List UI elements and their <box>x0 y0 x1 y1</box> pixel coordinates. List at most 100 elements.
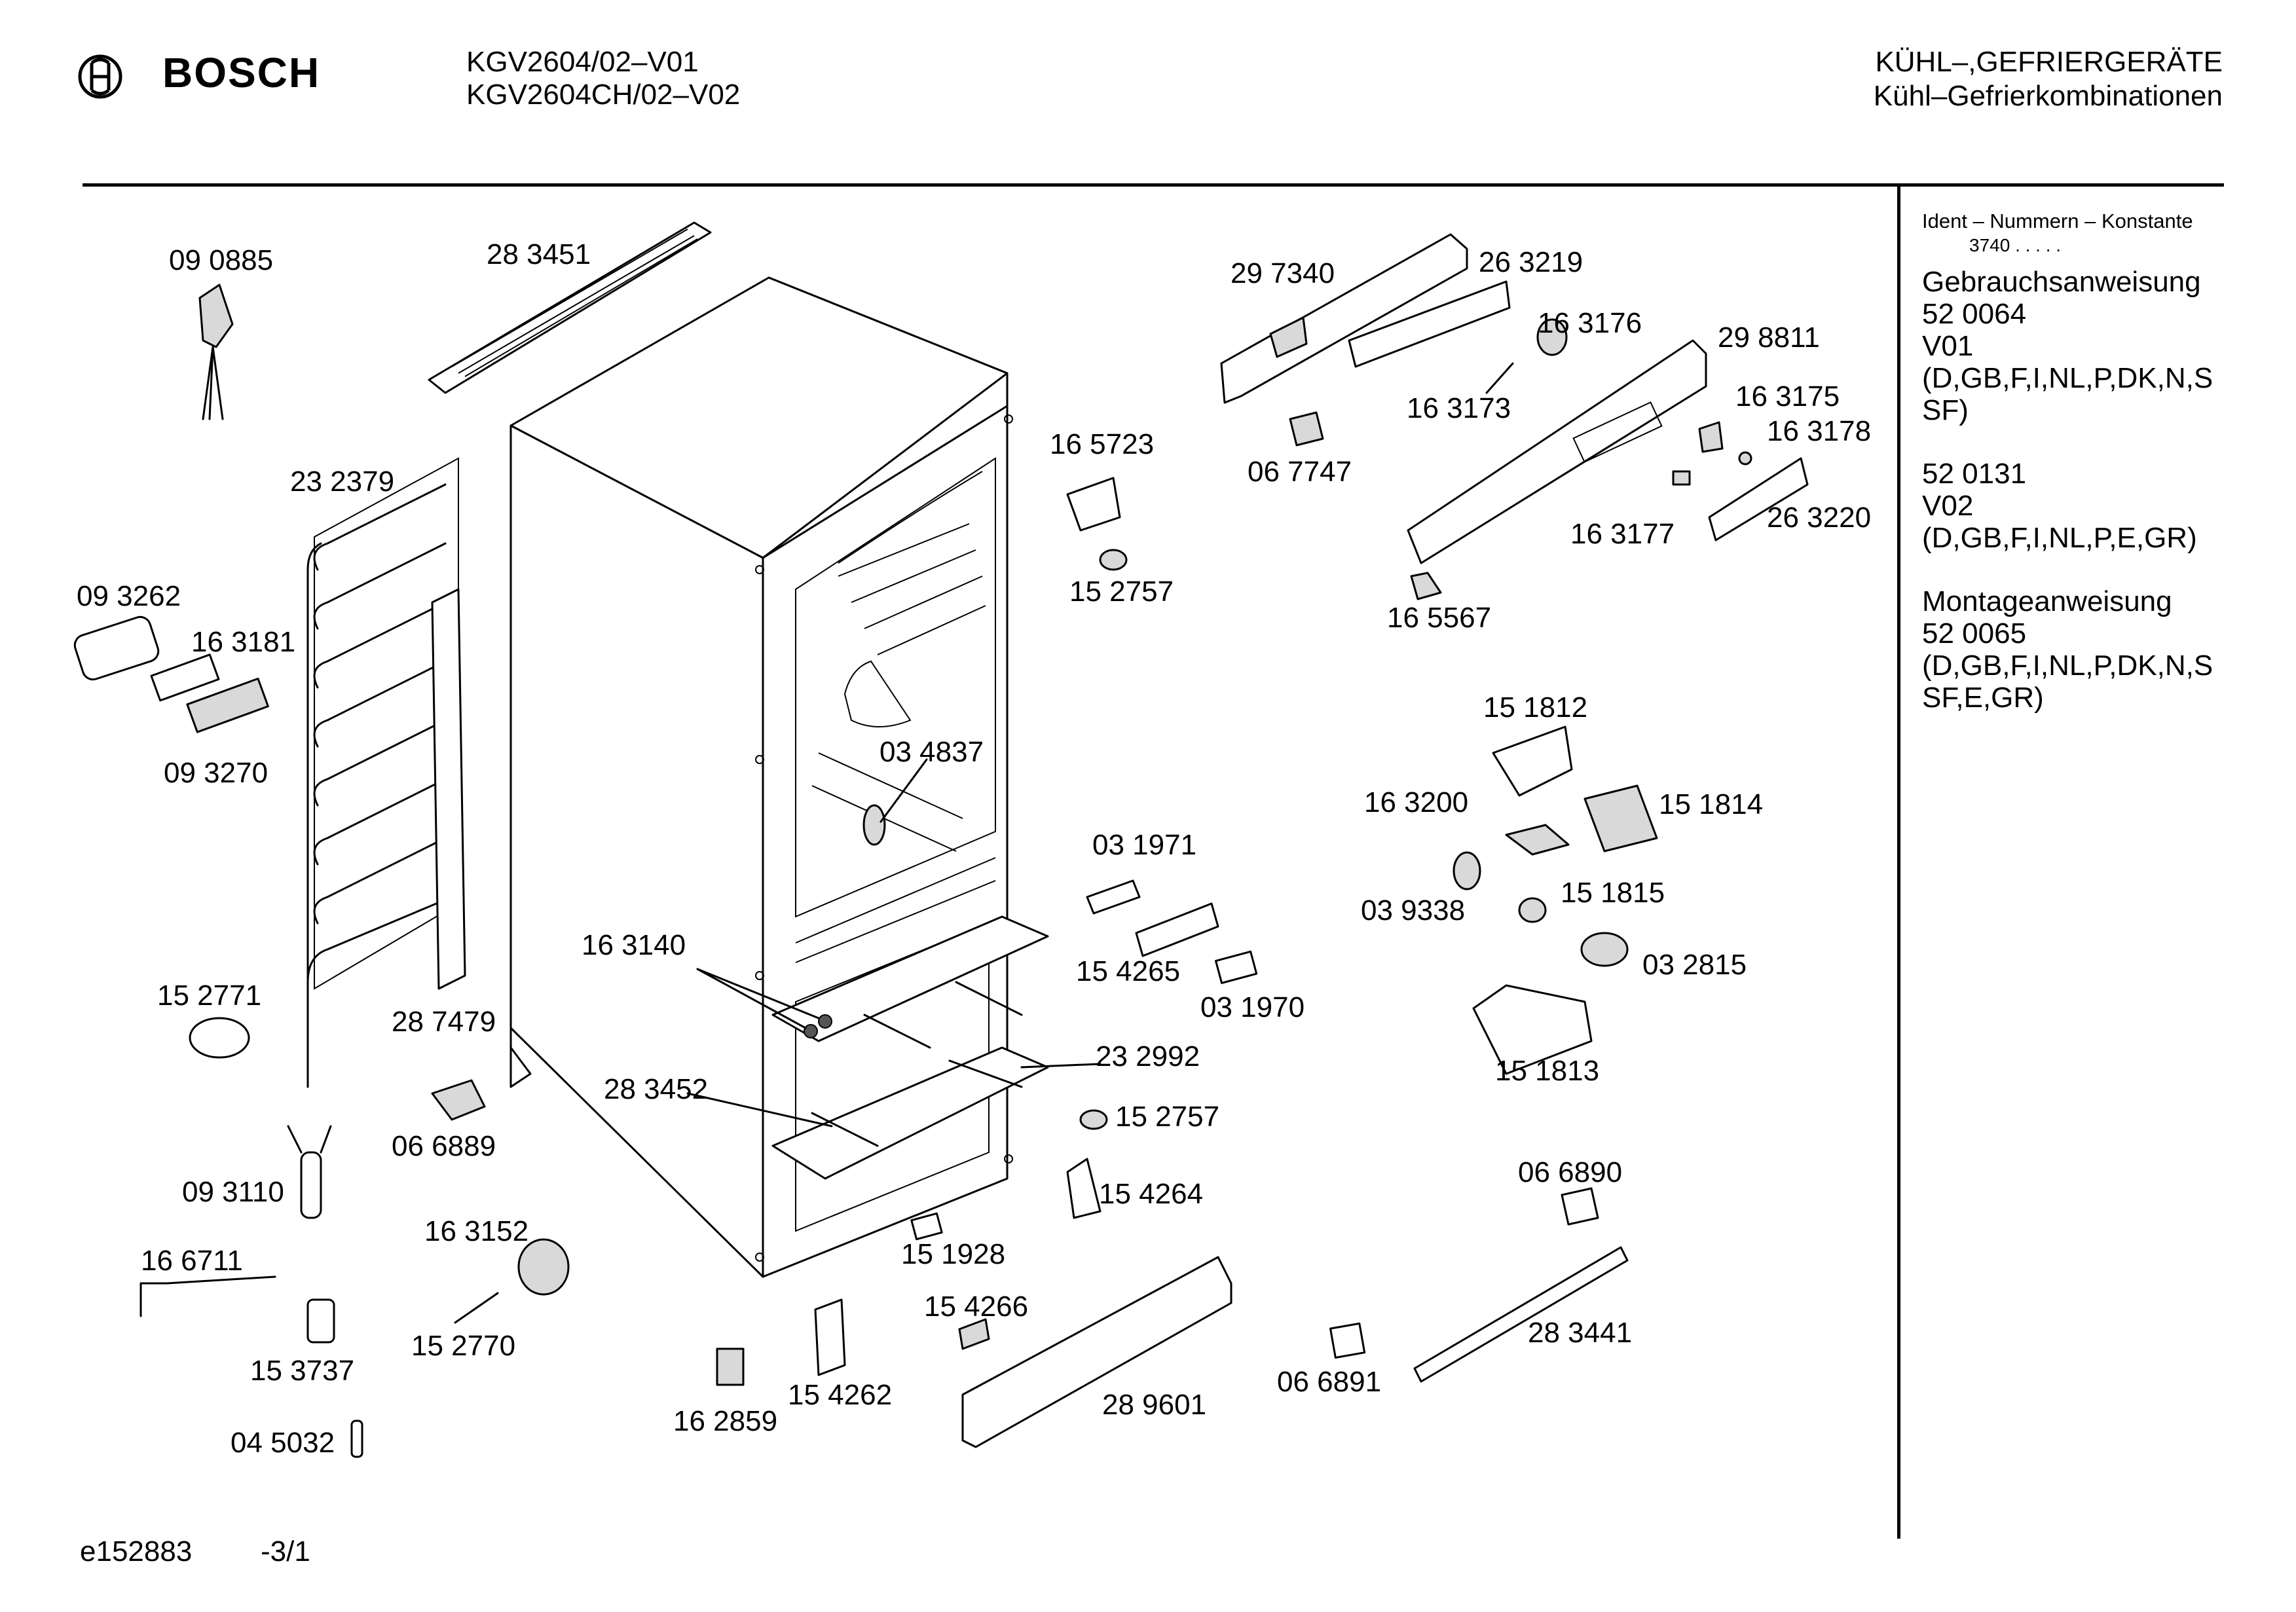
adjustable-foot <box>716 1347 745 1386</box>
part-label: 16 3177 <box>1570 518 1675 550</box>
side-panel-divider <box>1897 186 1900 1539</box>
part-label: 03 9338 <box>1361 894 1465 926</box>
part-label: 29 8811 <box>1718 321 1820 354</box>
roller <box>517 1238 570 1296</box>
knob-ring <box>1518 897 1547 923</box>
part-labels: 09 0885 28 3451 23 2379 09 3262 16 3181 … <box>77 238 1871 1459</box>
part-label: 03 1971 <box>1092 829 1196 861</box>
part-label: 15 4266 <box>924 1291 1028 1323</box>
manual-line: Montageanweisung <box>1922 585 2172 617</box>
manual-section: 52 0131 V02 (D,GB,F,I,NL,P,E,GR) <box>1922 458 2276 554</box>
part-label: 16 5567 <box>1387 602 1491 634</box>
door-clip <box>958 1318 990 1350</box>
fuse-cylinder <box>306 1298 335 1344</box>
part-label: 28 3452 <box>604 1073 708 1105</box>
part-label: 16 3200 <box>1364 786 1468 818</box>
part-label: 15 2770 <box>411 1330 515 1362</box>
model-number-v02: KGV2604CH/02–V02 <box>466 79 741 111</box>
manual-line: (D,GB,F,I,NL,P,E,GR) <box>1922 522 2197 554</box>
part-label: 03 4837 <box>880 736 984 768</box>
door-stop-right <box>1561 1187 1599 1226</box>
hinge-plate <box>1086 879 1141 915</box>
part-label: 15 1928 <box>901 1238 1005 1270</box>
part-label: 16 2859 <box>673 1405 777 1437</box>
part-label: 03 1970 <box>1200 991 1305 1023</box>
manual-section: Montageanweisung 52 0065 (D,GB,F,I,NL,P,… <box>1922 585 2276 714</box>
lamp-socket <box>1580 932 1629 967</box>
hinge-middle <box>1135 902 1219 957</box>
part-label: 26 3219 <box>1479 246 1583 278</box>
part-label: 15 4264 <box>1099 1178 1203 1210</box>
part-label: 28 7479 <box>392 1006 496 1038</box>
pin <box>454 1292 499 1324</box>
part-label: 04 5032 <box>231 1427 335 1459</box>
part-label: 15 1812 <box>1483 691 1587 724</box>
manual-line: Gebrauchsanweisung <box>1922 266 2201 298</box>
header-divider <box>83 183 2224 187</box>
manual-line: (D,GB,F,I,NL,P,DK,N,S <box>1922 650 2213 682</box>
part-label: 16 3140 <box>582 929 686 961</box>
spacer-ring-lower <box>1079 1109 1108 1130</box>
screw <box>818 1014 832 1029</box>
lamp-cover <box>73 615 160 681</box>
part-label: 16 5723 <box>1050 428 1154 460</box>
lamp-bulb <box>862 804 886 846</box>
hinge-top <box>1066 477 1121 532</box>
category-subtitle: Kühl–Gefrierkombinationen <box>1873 80 2223 112</box>
part-label: 15 1814 <box>1659 788 1763 820</box>
part-label: 16 3175 <box>1735 380 1840 412</box>
ident-value: 3740 . . . . . <box>1969 235 2062 255</box>
foam-strip <box>150 653 220 702</box>
fan-wheel <box>189 1017 250 1059</box>
part-label: 16 3178 <box>1767 415 1871 447</box>
foam-block <box>186 677 269 733</box>
lamp-holder <box>1583 784 1658 852</box>
thermostat-sensor <box>300 1151 322 1219</box>
part-label: 16 3181 <box>191 626 295 658</box>
part-label: 15 4262 <box>788 1379 892 1411</box>
screw <box>804 1024 818 1038</box>
manual-line: 52 0064 <box>1922 298 2027 330</box>
part-label: 06 6890 <box>1518 1156 1622 1188</box>
part-label: 15 2757 <box>1115 1101 1219 1133</box>
part-label: 28 9601 <box>1102 1389 1206 1421</box>
model-number-v01: KGV2604/02–V01 <box>466 46 699 78</box>
door-handle-strip <box>961 1256 1232 1448</box>
part-label: 16 3176 <box>1538 307 1642 339</box>
glass-shelf <box>771 1046 1049 1180</box>
drawing-code: e152883 <box>80 1535 193 1567</box>
hole-plug <box>910 1212 943 1241</box>
seal-strip <box>1413 1246 1629 1383</box>
power-plug <box>198 284 234 420</box>
page-number: -3/1 <box>261 1535 310 1567</box>
part-label: 16 6711 <box>141 1245 243 1277</box>
bulb-small <box>1453 851 1481 890</box>
part-label: 23 2992 <box>1096 1040 1200 1072</box>
small-fuse <box>350 1420 363 1458</box>
part-label: 09 3270 <box>164 757 268 789</box>
part-label: 26 3220 <box>1767 502 1871 534</box>
cover-cap <box>1215 950 1258 984</box>
top-grille <box>428 221 712 394</box>
manual-line: (D,GB,F,I,NL,P,DK,N,S <box>1922 362 2213 394</box>
part-label: 28 3451 <box>487 238 591 270</box>
part-label: 15 2757 <box>1069 576 1174 608</box>
cover-strip <box>1505 824 1570 856</box>
drier-capillary <box>139 1275 276 1317</box>
part-label: 06 6891 <box>1277 1366 1381 1398</box>
manual-line: SF,E,GR) <box>1922 682 2044 714</box>
exploded-view-drawing <box>73 221 1809 1458</box>
bosch-logo-icon <box>78 54 122 99</box>
manual-section: Gebrauchsanweisung 52 0064 V01 (D,GB,F,I… <box>1922 266 2276 426</box>
manual-line: SF) <box>1922 394 1969 426</box>
part-label: 29 7340 <box>1231 257 1335 289</box>
part-label: 16 3152 <box>424 1215 528 1247</box>
door-stop <box>431 1079 486 1121</box>
part-label: 09 0885 <box>169 244 273 276</box>
hinge-holes <box>755 414 1013 1262</box>
manual-line: V01 <box>1922 330 1974 362</box>
ident-label: Ident – Nummern – Konstante <box>1922 210 2193 232</box>
part-label: 06 6889 <box>392 1130 496 1162</box>
cabinet-body <box>509 276 1013 1278</box>
